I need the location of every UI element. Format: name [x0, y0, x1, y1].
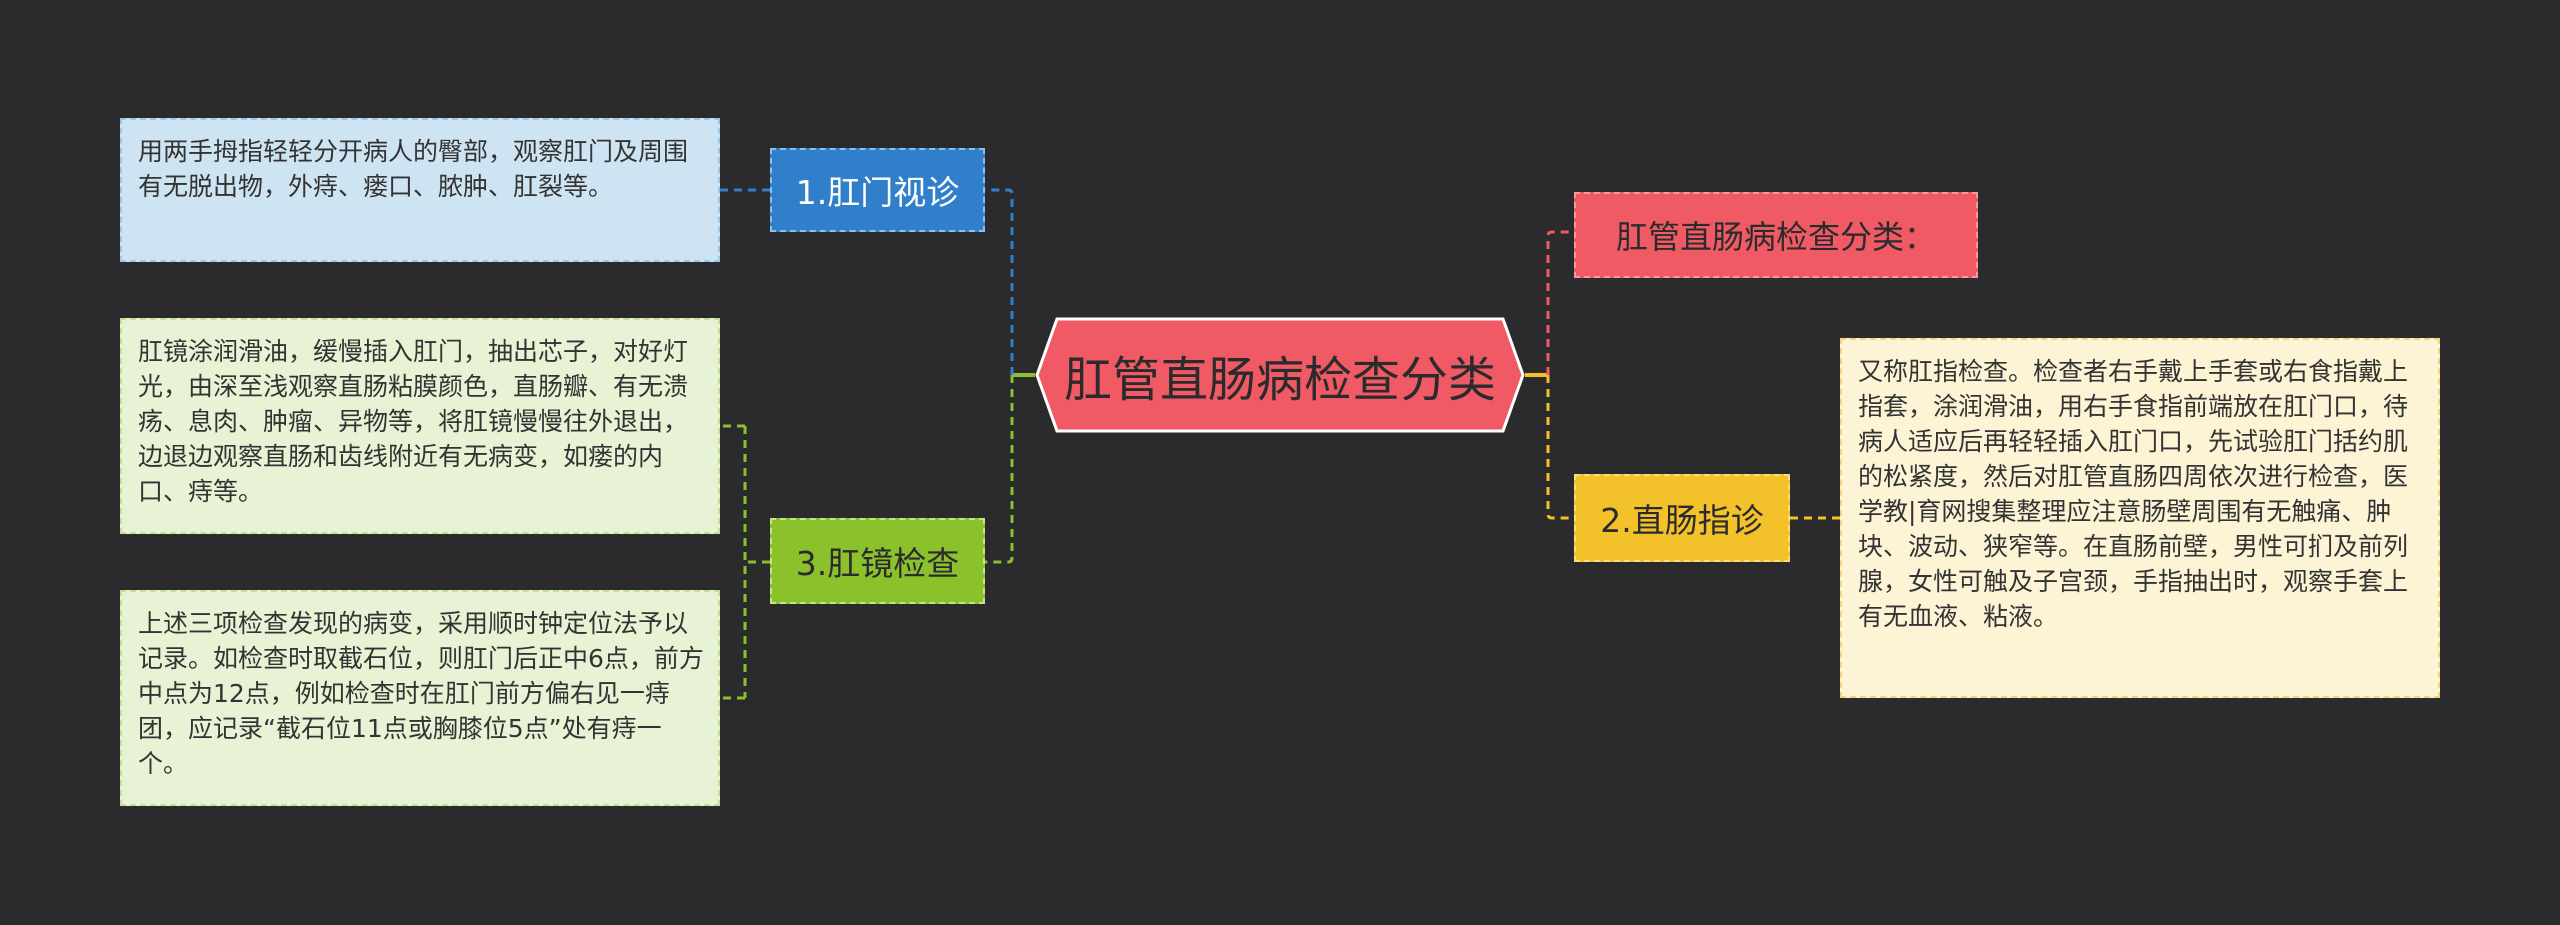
- note-anal-visual: 用两手拇指轻轻分开病人的臀部，观察肛门及周围有无脱出物，外痔、瘘口、脓肿、肛裂等…: [120, 118, 720, 262]
- connector-center-rectal: [1546, 375, 1574, 520]
- branch-anal-visual-label: 1.肛门视诊: [795, 173, 960, 212]
- central-topic[interactable]: 肛管直肠病检查分类: [1035, 317, 1525, 433]
- branch-anoscope-label: 3.肛镜检查: [795, 544, 960, 583]
- note-anoscope-recording: 上述三项检查发现的病变，采用顺时钟定位法予以记录。如检查时取截石位，则肛门后正中…: [120, 590, 720, 806]
- central-topic-shape: [1035, 317, 1525, 433]
- branch-anal-visual[interactable]: 1.肛门视诊: [770, 148, 985, 232]
- branch-rectal-digital-label: 2.直肠指诊: [1600, 501, 1764, 540]
- central-topic-label: 肛管直肠病检查分类: [1063, 352, 1496, 408]
- note-anoscope-procedure: 肛镜涂润滑油，缓慢插入肛门，抽出芯子，对好灯光，由深至浅观察直肠粘膜颜色，直肠瓣…: [120, 318, 720, 534]
- connector-anoscope-notes: [720, 424, 770, 700]
- connector-center-anoscope: [985, 375, 1014, 564]
- branch-anoscope[interactable]: 3.肛镜检查: [770, 518, 985, 604]
- branch-category-title-label: 肛管直肠病检查分类：: [1615, 218, 1936, 256]
- branch-category-title[interactable]: 肛管直肠病检查分类：: [1574, 192, 1978, 278]
- connector-center-title: [1546, 230, 1574, 375]
- note-rectal-digital: 又称肛指检查。检查者右手戴上手套或右食指戴上指套，涂润滑油，用右手食指前端放在肛…: [1840, 338, 2440, 698]
- connector-center-visual: [985, 188, 1014, 375]
- branch-rectal-digital[interactable]: 2.直肠指诊: [1574, 474, 1790, 562]
